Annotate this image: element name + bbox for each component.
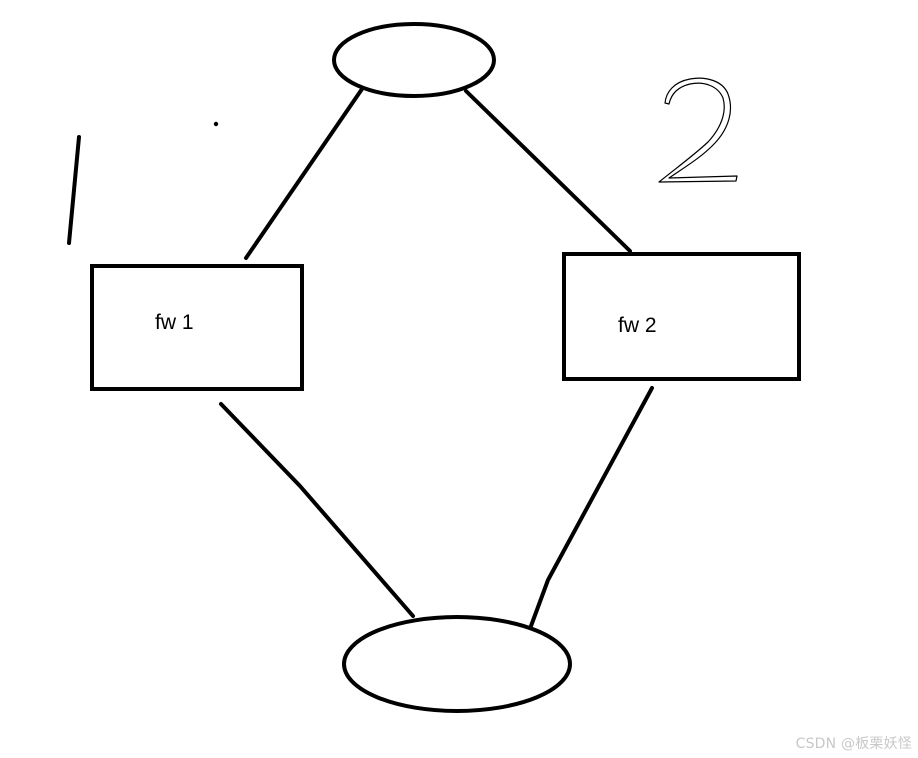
fw1-label: fw 1 — [155, 311, 194, 334]
fw2-label: fw 2 — [618, 314, 657, 337]
edge-top-to-fw1 — [244, 87, 364, 260]
top-ellipse-node — [332, 22, 496, 98]
dot-mark — [213, 121, 219, 127]
fw2-box — [562, 252, 801, 381]
edge-fw1-to-bottom — [219, 402, 415, 618]
edge-top-to-fw2 — [464, 89, 632, 253]
watermark-text: CSDN @板栗妖怪 — [795, 736, 912, 752]
bottom-ellipse-node — [342, 615, 572, 713]
handwritten-one-mark — [67, 135, 81, 245]
edge-fw2-to-bottom — [529, 386, 654, 628]
fw1-box — [90, 264, 304, 391]
handwritten-two-mark — [658, 77, 738, 183]
